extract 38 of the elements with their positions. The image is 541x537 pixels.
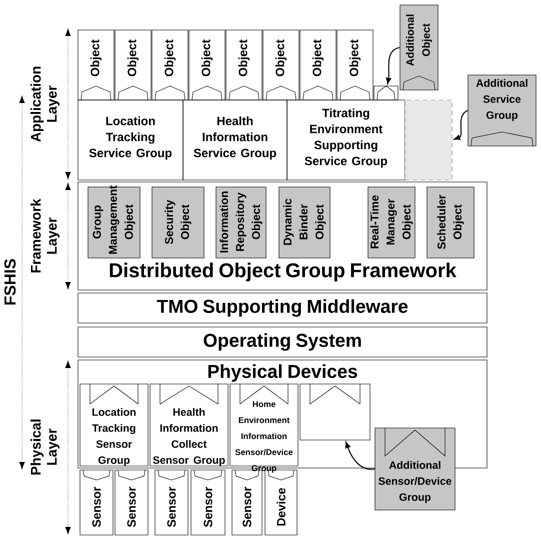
object-box: Object	[262, 30, 300, 100]
framework-object-box: Dynamic Binder Object	[278, 186, 330, 258]
sensor-box: Sensor	[80, 470, 114, 536]
object-box: Object	[152, 30, 188, 100]
framework-object-box: Security Object	[152, 186, 204, 258]
additional-object-box: Additional Object	[400, 4, 438, 90]
additional-group-box: Additional Sensor/Device Group	[374, 428, 456, 510]
framework-object-box: Real-Time Manager Object	[368, 186, 416, 258]
empty-slot	[374, 86, 398, 100]
layer-label: Framework Layer	[30, 198, 60, 272]
layer-label: Application Layer	[30, 66, 60, 142]
service-group-box: Titrating Environment Supporting Service Group	[286, 100, 406, 180]
framework-object-box: Group Management Object	[88, 185, 140, 258]
sensor-box: Sensor	[114, 470, 148, 536]
arrow	[345, 442, 375, 470]
object-box: Object	[336, 30, 374, 100]
empty-sensor-group	[300, 384, 370, 440]
sensor-group-box: Location Tracking Sensor Group	[80, 384, 148, 466]
layer-label: Physical Layer	[30, 420, 60, 474]
object-box: Object	[114, 30, 152, 100]
layer-label: FSHIS	[4, 259, 16, 304]
service-group-box: Health Information Service Group	[182, 100, 288, 180]
layer-box: Operating System	[78, 326, 488, 358]
empty-group-area	[404, 100, 452, 180]
arrow	[454, 110, 468, 140]
arrow	[386, 47, 400, 84]
object-box: Object	[226, 30, 262, 100]
sensor-box: Sensor	[154, 470, 188, 536]
object-box: Object	[188, 30, 226, 100]
layer-box: TMO Supporting Middleware	[78, 292, 488, 324]
service-group-box: Location Tracking Service Group	[78, 100, 184, 180]
object-box: Object	[300, 30, 336, 100]
sensor-box: Sensor	[190, 470, 226, 536]
object-box: Object	[78, 30, 114, 100]
sensor-group-box: Health Information Collect Sensor Group	[150, 384, 228, 466]
framework-object-box: Information Repository Object	[216, 186, 266, 258]
framework-object-box: Scheduler Object	[426, 186, 474, 258]
additional-group-box: Additional Service Group	[468, 74, 536, 146]
